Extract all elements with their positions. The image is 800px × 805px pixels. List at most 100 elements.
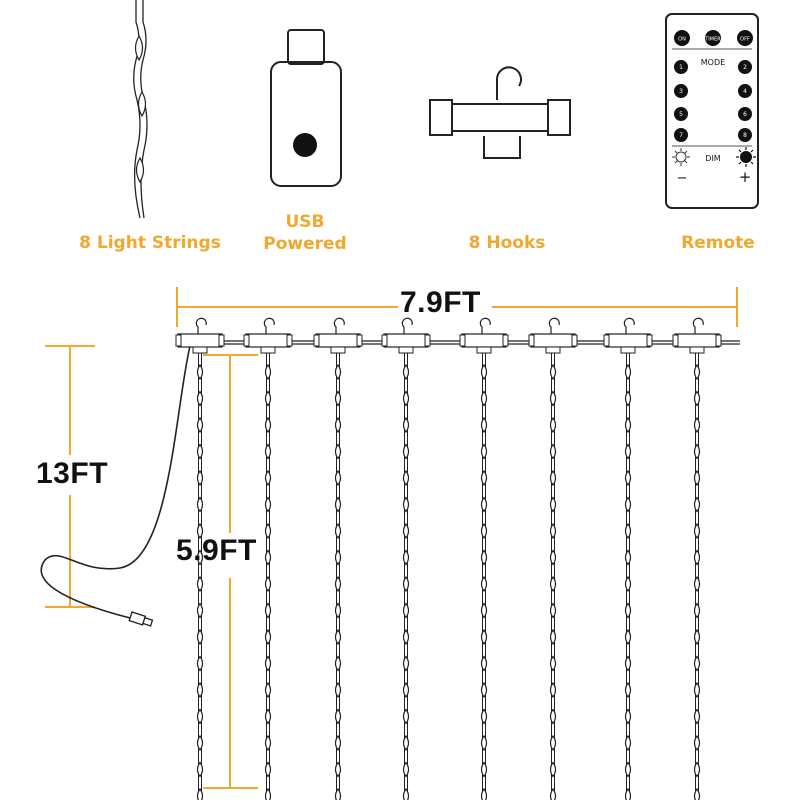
hook-icon	[195, 317, 207, 338]
led-bead	[480, 628, 488, 646]
total-height-dimension-line	[45, 345, 95, 608]
led-bead	[402, 681, 410, 699]
led-bead	[334, 628, 342, 646]
remote-mode-button-label: 3	[679, 88, 683, 95]
led-bead	[137, 90, 147, 118]
led-bead	[624, 655, 632, 672]
led-bead	[402, 443, 410, 460]
led-bead	[624, 363, 632, 381]
led-bead	[264, 390, 272, 407]
caption-usb-line2: Powered	[263, 234, 347, 254]
led-bead	[402, 390, 410, 407]
led-bead	[402, 602, 410, 619]
string-connector	[315, 333, 361, 348]
led-bead	[264, 734, 272, 752]
led-bead	[264, 363, 272, 381]
led-bead	[549, 443, 557, 460]
led-bead	[264, 628, 272, 646]
hanging-string	[381, 317, 431, 805]
caption-remote: Remote	[681, 233, 755, 253]
led-bead	[264, 681, 272, 699]
led-bead	[480, 416, 488, 434]
led-bead	[402, 655, 410, 672]
led-bead	[480, 655, 488, 672]
led-bead	[402, 363, 410, 381]
led-bead	[196, 390, 204, 407]
remote-mode-button-label: 4	[743, 88, 747, 95]
remote-top-button-label: TIMER	[704, 37, 721, 43]
led-bead	[624, 496, 632, 513]
led-bead	[624, 708, 632, 725]
led-bead	[693, 761, 701, 778]
string-connector	[245, 333, 291, 348]
led-bead	[549, 522, 557, 540]
led-bead	[264, 443, 272, 460]
remote-top-button-label: ON	[678, 37, 686, 43]
led-bead	[480, 363, 488, 381]
led-bead	[693, 416, 701, 434]
led-bead	[196, 443, 204, 460]
led-bead	[693, 390, 701, 407]
led-bead	[480, 496, 488, 513]
caption-light-strings: 8 Light Strings	[79, 233, 221, 253]
led-bead	[134, 34, 144, 62]
led-bead	[480, 443, 488, 460]
led-bead	[693, 549, 701, 566]
led-bead	[549, 708, 557, 725]
led-bead	[693, 443, 701, 460]
led-bead	[264, 575, 272, 593]
led-bead	[196, 575, 204, 593]
dim-down-icon	[672, 148, 690, 166]
led-bead	[549, 416, 557, 434]
led-bead	[480, 575, 488, 593]
led-bead	[480, 549, 488, 566]
led-bead	[402, 469, 410, 487]
remote-mode-button	[738, 60, 752, 74]
curtain-strings	[175, 317, 722, 805]
light-string-illustration	[133, 0, 148, 219]
led-bead	[196, 522, 204, 540]
led-bead	[402, 416, 410, 434]
led-bead	[549, 496, 557, 513]
led-bead	[480, 734, 488, 752]
remote-mode-button-label: 7	[679, 132, 683, 139]
remote-top-button	[674, 30, 690, 46]
string-connector	[674, 333, 720, 348]
led-bead	[264, 761, 272, 778]
string-connector	[530, 333, 576, 348]
led-bead	[135, 156, 145, 184]
led-bead	[624, 681, 632, 699]
led-bead	[196, 681, 204, 699]
led-bead	[549, 390, 557, 407]
led-bead	[196, 734, 204, 752]
remote-mode-label: MODE	[701, 58, 725, 67]
remote-mode-button-label: 1	[679, 64, 683, 71]
string-connector	[177, 333, 223, 348]
remote-mode-button-label: 5	[679, 111, 683, 118]
dim-up-icon	[736, 147, 756, 167]
led-bead	[624, 628, 632, 646]
led-bead	[334, 522, 342, 540]
led-bead	[334, 575, 342, 593]
hook-icon	[401, 317, 413, 338]
remote-dim-label: DIM	[705, 154, 721, 163]
led-bead	[549, 549, 557, 566]
led-bead	[402, 708, 410, 725]
remote-minus-label: −	[677, 171, 688, 186]
usb-plug-icon	[270, 29, 342, 187]
led-bead	[693, 708, 701, 725]
remote-mode-button	[738, 84, 752, 98]
led-bead	[196, 416, 204, 434]
led-bead	[402, 734, 410, 752]
led-bead	[334, 655, 342, 672]
led-bead	[624, 549, 632, 566]
hanging-string	[459, 317, 509, 805]
led-bead	[480, 469, 488, 487]
led-bead	[264, 496, 272, 513]
led-bead	[549, 575, 557, 593]
led-bead	[402, 761, 410, 778]
curtain-height-label: 5.9FT	[176, 534, 257, 567]
led-bead	[693, 496, 701, 513]
led-bead	[334, 416, 342, 434]
